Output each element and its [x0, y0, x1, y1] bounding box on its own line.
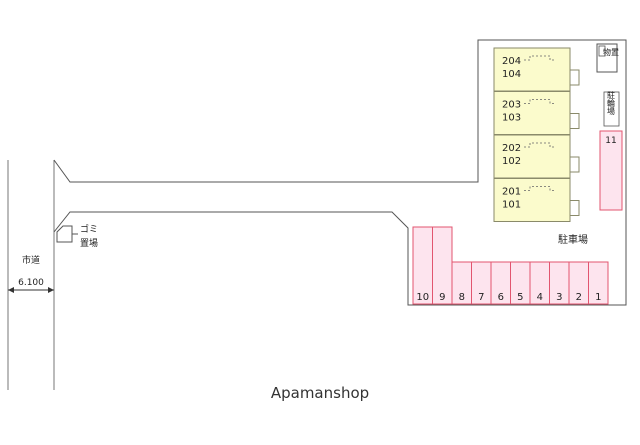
- bike-parking-number: 11: [605, 136, 616, 146]
- garbage-label-line2: 置場: [80, 237, 98, 249]
- unit-number-upper: 202: [502, 143, 521, 154]
- unit-number-upper: 203: [502, 100, 521, 111]
- parking-space: 3: [549, 261, 570, 305]
- parking-space: 9: [432, 226, 453, 305]
- unit-interior-line: [524, 142, 556, 148]
- garbage-label-line1: ゴミ: [80, 223, 98, 235]
- storage-box: [596, 43, 618, 73]
- unit-number-lower: 102: [502, 156, 521, 167]
- bike-parking-label-box: [603, 91, 620, 127]
- parking-space: 1: [588, 261, 609, 305]
- unit-interior-line: [524, 99, 556, 104]
- unit-interior-line: [524, 55, 556, 61]
- parking-space: 7: [471, 261, 492, 305]
- parking-space: 6: [490, 261, 511, 305]
- road-width-label: 6.100: [18, 278, 44, 288]
- unit-number-lower: 103: [502, 113, 521, 124]
- unit-block: [493, 178, 571, 222]
- parking-label: 駐車場: [558, 233, 588, 246]
- unit-block: [493, 47, 571, 92]
- parking-space: 5: [510, 261, 531, 305]
- arrow-right-icon: [48, 287, 54, 293]
- site-boundary: [53, 39, 627, 306]
- parking-space-number: 2: [576, 292, 582, 303]
- garbage-area-icon: [56, 225, 73, 243]
- storage-label: 物置: [603, 47, 619, 57]
- parking-space-number: 6: [498, 292, 504, 303]
- unit-interior-line: [524, 186, 556, 191]
- unit-number-upper: 204: [502, 56, 521, 67]
- unit-balcony: [569, 113, 580, 129]
- arrow-left-icon: [8, 287, 14, 293]
- parking-space-number: 8: [459, 292, 465, 303]
- credit-text: Apamanshop: [270, 384, 370, 402]
- parking-space: 8: [451, 261, 472, 305]
- unit-balcony: [569, 156, 580, 173]
- unit-number-upper: 201: [502, 187, 521, 198]
- parking-space-number: 5: [517, 292, 523, 303]
- unit-block: [493, 134, 571, 179]
- parking-spaces: 10 9 8 7 6 5 4 3 2 1: [412, 226, 609, 305]
- parking-space: 2: [568, 261, 589, 305]
- parking-space-number: 9: [439, 292, 445, 303]
- parking-space: 10: [412, 226, 433, 305]
- bike-parking-space: [599, 130, 623, 211]
- unit-number-lower: 101: [502, 200, 521, 211]
- parking-space-number: 10: [416, 292, 429, 303]
- parking-space-number: 7: [478, 292, 484, 303]
- unit-balcony: [569, 69, 580, 86]
- parking-space-box: [588, 261, 609, 305]
- road-label: 市道: [22, 254, 40, 266]
- parking-space-number: 4: [537, 292, 543, 303]
- parking-space: 4: [529, 261, 550, 305]
- unit-number-lower: 104: [502, 69, 521, 80]
- bike-parking-label: 駐輪場: [607, 90, 616, 116]
- parking-space-number: 3: [556, 292, 562, 303]
- parking-space-number: 1: [595, 292, 601, 303]
- storage-icon: [598, 45, 606, 57]
- unit-balcony: [569, 200, 580, 216]
